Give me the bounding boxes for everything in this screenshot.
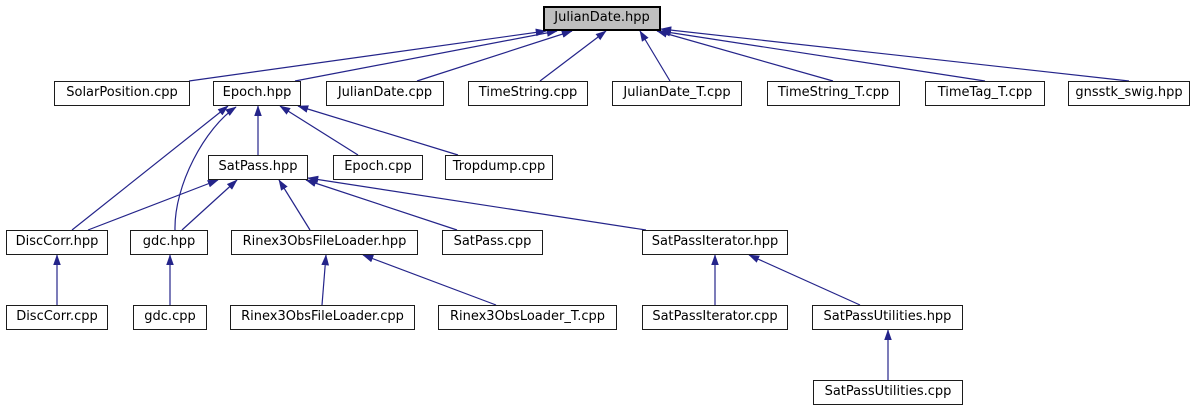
node-solarposition-cpp[interactable]: SolarPosition.cpp bbox=[54, 81, 190, 106]
node-satpassiterator-hpp[interactable]: SatPassIterator.hpp bbox=[642, 230, 788, 255]
node-epoch-cpp[interactable]: Epoch.cpp bbox=[333, 155, 423, 180]
node-disccorr-hpp[interactable]: DiscCorr.hpp bbox=[6, 230, 108, 255]
node-timestring-cpp[interactable]: TimeString.cpp bbox=[468, 81, 588, 106]
edge-juliandate-cpp-to-juliandate-hpp bbox=[416, 30, 573, 82]
node-satpassiterator-cpp[interactable]: SatPassIterator.cpp bbox=[642, 305, 788, 330]
node-disccorr-cpp[interactable]: DiscCorr.cpp bbox=[6, 305, 108, 330]
edge-epoch-hpp-to-juliandate-hpp bbox=[294, 29, 558, 82]
node-timetag-t-cpp[interactable]: TimeTag_T.cpp bbox=[925, 81, 1045, 106]
node-juliandate-t-cpp[interactable]: JulianDate_T.cpp bbox=[612, 81, 742, 106]
node-rinex3obsfileloader-hpp[interactable]: Rinex3ObsFileLoader.hpp bbox=[231, 230, 418, 255]
edge-rinex3obsloader-t-cpp-to-rinex3obsfileloader-hpp bbox=[362, 254, 497, 306]
node-satpassutilities-cpp[interactable]: SatPassUtilities.cpp bbox=[813, 380, 963, 405]
node-gdc-cpp[interactable]: gdc.cpp bbox=[133, 305, 207, 330]
edge-disccorr-hpp-to-epoch-hpp bbox=[71, 105, 229, 231]
edge-epoch-cpp-to-epoch-hpp bbox=[279, 105, 359, 156]
edge-satpassiterator-hpp-to-satpass-hpp bbox=[307, 175, 647, 231]
node-tropdump-cpp[interactable]: Tropdump.cpp bbox=[445, 155, 553, 180]
node-rinex3obsfileloader-cpp[interactable]: Rinex3ObsFileLoader.cpp bbox=[230, 305, 415, 330]
edge-timetag-t-cpp-to-juliandate-hpp bbox=[659, 28, 986, 82]
node-gnsstk-swig-hpp[interactable]: gnsstk_swig.hpp bbox=[1068, 81, 1190, 106]
edge-solarposition-cpp-to-juliandate-hpp bbox=[188, 28, 547, 82]
node-satpass-cpp[interactable]: SatPass.cpp bbox=[442, 230, 543, 255]
edge-gnsstk-swig-hpp-to-juliandate-hpp bbox=[660, 26, 1130, 82]
edge-disccorr-hpp-to-satpass-hpp bbox=[87, 179, 219, 231]
edge-timestring-cpp-to-juliandate-hpp bbox=[539, 30, 607, 82]
node-rinex3obsloader-t-cpp[interactable]: Rinex3ObsLoader_T.cpp bbox=[438, 305, 617, 330]
node-juliandate-hpp: JulianDate.hpp bbox=[543, 6, 661, 31]
node-epoch-hpp[interactable]: Epoch.hpp bbox=[213, 81, 301, 106]
edge-timestring-t-cpp-to-juliandate-hpp bbox=[656, 30, 834, 82]
node-timestring-t-cpp[interactable]: TimeString_T.cpp bbox=[767, 81, 900, 106]
edge-satpassutilities-hpp-to-satpassiterator-hpp bbox=[748, 254, 861, 306]
node-juliandate-cpp[interactable]: JulianDate.cpp bbox=[326, 81, 444, 106]
edge-rinex3obsfileloader-hpp-to-satpass-hpp bbox=[278, 179, 311, 231]
edge-juliandate-t-cpp-to-juliandate-hpp bbox=[639, 30, 671, 82]
edge-gdc-hpp-to-satpass-hpp bbox=[181, 179, 238, 231]
node-satpass-hpp[interactable]: SatPass.hpp bbox=[208, 155, 308, 180]
edge-satpass-cpp-to-satpass-hpp bbox=[305, 179, 458, 231]
node-gdc-hpp[interactable]: gdc.hpp bbox=[130, 230, 208, 255]
edge-tropdump-cpp-to-epoch-hpp bbox=[297, 105, 459, 156]
edge-rinex3obsfileloader-cpp-to-rinex3obsfileloader-hpp bbox=[321, 254, 330, 306]
node-satpassutilities-hpp[interactable]: SatPassUtilities.hpp bbox=[812, 305, 963, 330]
